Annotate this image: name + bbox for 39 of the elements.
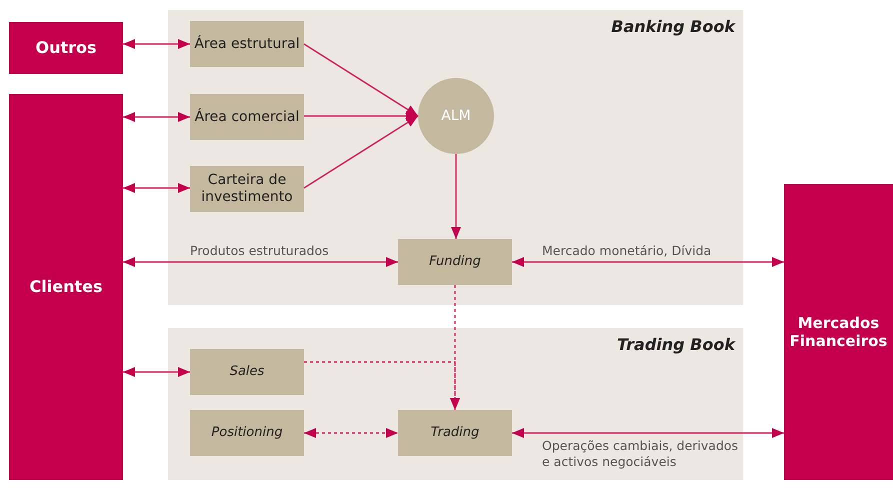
process-box [190, 410, 304, 456]
node-label: Outros [34, 38, 98, 58]
node-label: Sales [228, 364, 266, 380]
arrow [123, 367, 190, 377]
node-label: Positioning [210, 425, 284, 441]
arrow [304, 428, 398, 438]
edge-label: Mercado monetário, Dívida [542, 243, 712, 260]
node-label: ALM [440, 108, 472, 124]
node-label: Área estrutural [193, 36, 301, 52]
node-label: Trading [430, 425, 480, 441]
process-box [190, 349, 304, 395]
book-panel [168, 10, 743, 305]
node-label: Clientes [28, 277, 104, 297]
process-box [190, 94, 304, 140]
book-panel [168, 328, 743, 480]
arrow [512, 428, 784, 438]
entity-box [784, 184, 893, 480]
arrow [304, 361, 460, 410]
process-box [190, 166, 304, 212]
node-label: Área comercial [194, 108, 300, 126]
process-box [398, 410, 512, 456]
arrow [123, 112, 190, 122]
arrow [451, 154, 461, 239]
arrow [123, 183, 190, 193]
arrow [304, 43, 418, 117]
panel-title: Banking Book [611, 16, 737, 36]
process-box [398, 239, 512, 285]
arrow [304, 115, 418, 189]
entity-box [9, 22, 123, 74]
process-box [190, 21, 304, 67]
arrow [512, 257, 784, 267]
panel-title: Trading Book [616, 334, 737, 354]
arrow [123, 39, 190, 49]
arrow [304, 111, 418, 121]
node-label: Funding [428, 254, 482, 270]
arrow [123, 257, 398, 267]
node-label: Carteira de investimento [200, 172, 294, 206]
node-label: Mercados Financeiros [788, 314, 888, 350]
entity-box [9, 94, 123, 480]
